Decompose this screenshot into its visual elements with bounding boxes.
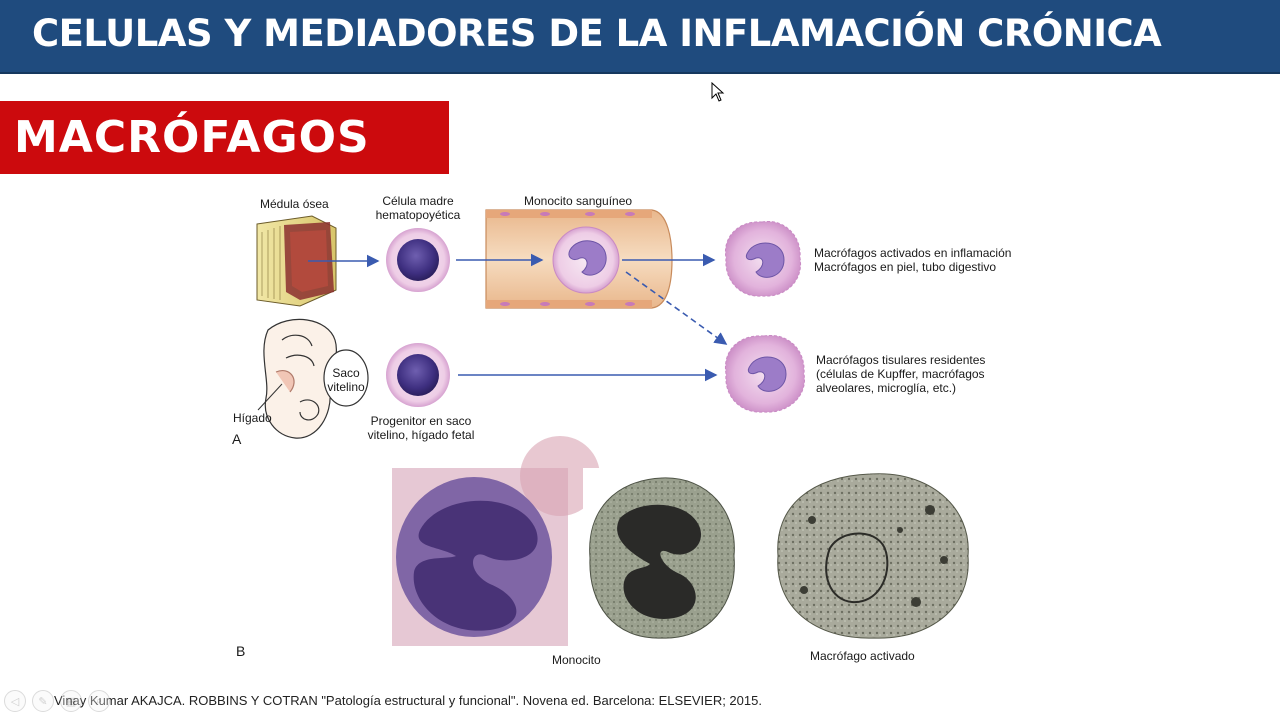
activated-macrophage-cell <box>724 220 802 297</box>
slideshow-nav-controls[interactable]: ◁ ✎ ▦ ⌕ <box>4 690 110 712</box>
resident-macrophages-line3: alveolares, microglía, etc.) <box>816 381 957 395</box>
section-heading: MACRÓFAGOS <box>14 112 370 163</box>
stem-cell-label: Célula madre hematopoyética <box>372 194 464 222</box>
resident-macrophages-line2: (células de Kupffer, macrófagos <box>816 367 985 381</box>
yolk-sac-label-line2: vitelino <box>327 380 365 394</box>
activated-macrophages-line1: Macrófagos activados en inflamación <box>814 246 1012 260</box>
slides-grid-icon[interactable]: ▦ <box>60 690 82 712</box>
reference-citation: Vinay Kumar AKAJCA. ROBBINS Y COTRAN "Pa… <box>54 693 762 708</box>
lineage-arrows <box>308 253 728 382</box>
bone-marrow-illustration <box>256 215 337 307</box>
progenitor-label: Progenitor en saco vitelino, hígado feta… <box>360 414 482 442</box>
resident-macrophages-label: Macrófagos tisulares residentes (células… <box>816 353 985 395</box>
zoom-icon[interactable]: ⌕ <box>88 690 110 712</box>
stem-cell-label-line2: hematopoyética <box>375 208 461 222</box>
blood-monocyte-label: Monocito sanguíneo <box>524 194 633 208</box>
monocyte-light-micrograph <box>392 436 600 646</box>
panel-a-label: A <box>232 431 242 447</box>
yolk-sac-label: Saco vitelino <box>326 366 366 394</box>
blood-vessel-illustration <box>485 209 673 309</box>
activated-macrophage-electron-micrograph <box>771 468 975 644</box>
mouse-pointer-icon <box>711 82 725 102</box>
panel-b-label: B <box>236 643 246 659</box>
pen-tool-icon[interactable]: ✎ <box>32 690 54 712</box>
stem-cell-label-line1: Célula madre <box>382 194 454 208</box>
liver-label: Hígado <box>233 411 272 425</box>
activated-macrophages-line2: Macrófagos en piel, tubo digestivo <box>814 260 997 274</box>
embryo-illustration <box>257 318 369 439</box>
progenitor-label-line2: vitelino, hígado fetal <box>367 428 475 442</box>
resident-macrophage-cell <box>724 334 805 413</box>
activated-macrophages-label: Macrófagos activados en inflamación Macr… <box>814 246 1011 274</box>
yolk-sac-progenitor-cell <box>386 343 450 407</box>
resident-macrophages-line1: Macrófagos tisulares residentes <box>816 353 986 367</box>
previous-slide-icon[interactable]: ◁ <box>4 690 26 712</box>
monocyte-electron-micrograph <box>583 468 740 646</box>
bone-marrow-label: Médula ósea <box>260 197 329 211</box>
monocyte-caption: Monocito <box>552 653 601 667</box>
yolk-sac-label-line1: Saco <box>332 366 360 380</box>
slide-title-bar: CELULAS Y MEDIADORES DE LA INFLAMACIÓN C… <box>0 0 1280 74</box>
section-heading-box: MACRÓFAGOS <box>0 101 449 174</box>
slide-title: CELULAS Y MEDIADORES DE LA INFLAMACIÓN C… <box>32 12 1162 55</box>
hematopoietic-stem-cell <box>386 228 450 292</box>
activated-macrophage-caption: Macrófago activado <box>810 649 915 663</box>
progenitor-label-line1: Progenitor en saco <box>370 414 472 428</box>
